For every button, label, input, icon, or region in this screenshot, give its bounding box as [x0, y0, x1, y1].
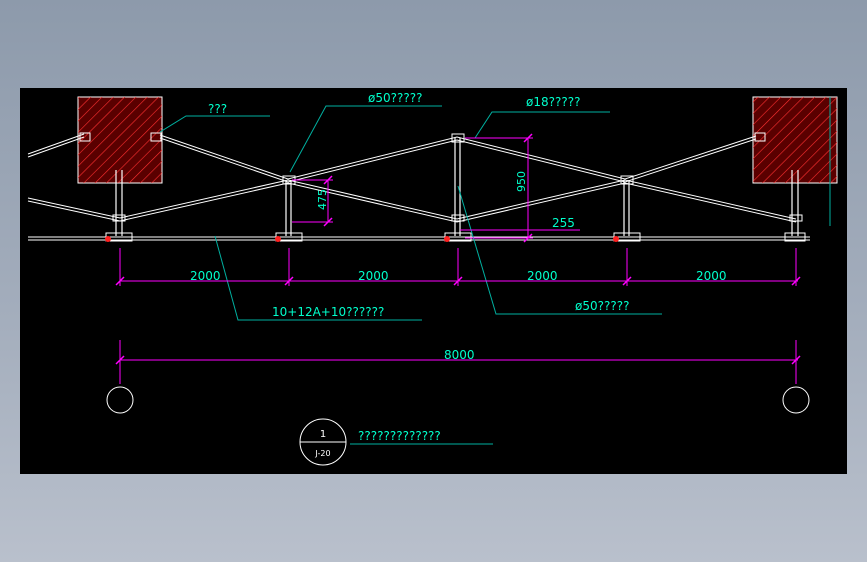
detail-callout — [299, 418, 493, 466]
grid-axis-markers — [106, 386, 810, 414]
detail-sheet: J-20 — [314, 449, 330, 458]
anchor-markers — [105, 236, 619, 242]
cad-drawing-area[interactable]: ??? ø50????? ø18????? ø50????? 10+12A+10… — [20, 88, 847, 474]
label-phi50-bottom: ø50????? — [575, 299, 629, 313]
detail-number: 1 — [320, 429, 326, 440]
label-phi18: ø18????? — [526, 95, 580, 109]
detail-title: ????????????? — [358, 429, 441, 443]
truss-cables — [27, 133, 797, 223]
column-left — [77, 96, 163, 184]
dim-span-3: 2000 — [527, 269, 558, 283]
dim-475: 475 — [316, 189, 329, 210]
truss-joints — [79, 132, 806, 242]
truss-struts — [115, 138, 799, 236]
label-top-left: ??? — [208, 102, 227, 116]
dim-span-1: 2000 — [190, 269, 221, 283]
glass-panel-line — [28, 236, 810, 241]
truss-elevation-drawing: ??? ø50????? ø18????? ø50????? 10+12A+10… — [27, 91, 838, 466]
dimension-ticks — [115, 133, 801, 365]
dim-span-4: 2000 — [696, 269, 727, 283]
dim-span-2: 2000 — [358, 269, 389, 283]
label-phi50-top: ø50????? — [368, 91, 422, 105]
column-right — [752, 96, 838, 184]
dim-total: 8000 — [444, 348, 475, 362]
dim-255: 255 — [552, 216, 575, 230]
label-glass: 10+12A+10?????? — [272, 305, 384, 319]
dim-950: 950 — [515, 171, 528, 192]
leader-lines — [159, 97, 831, 321]
